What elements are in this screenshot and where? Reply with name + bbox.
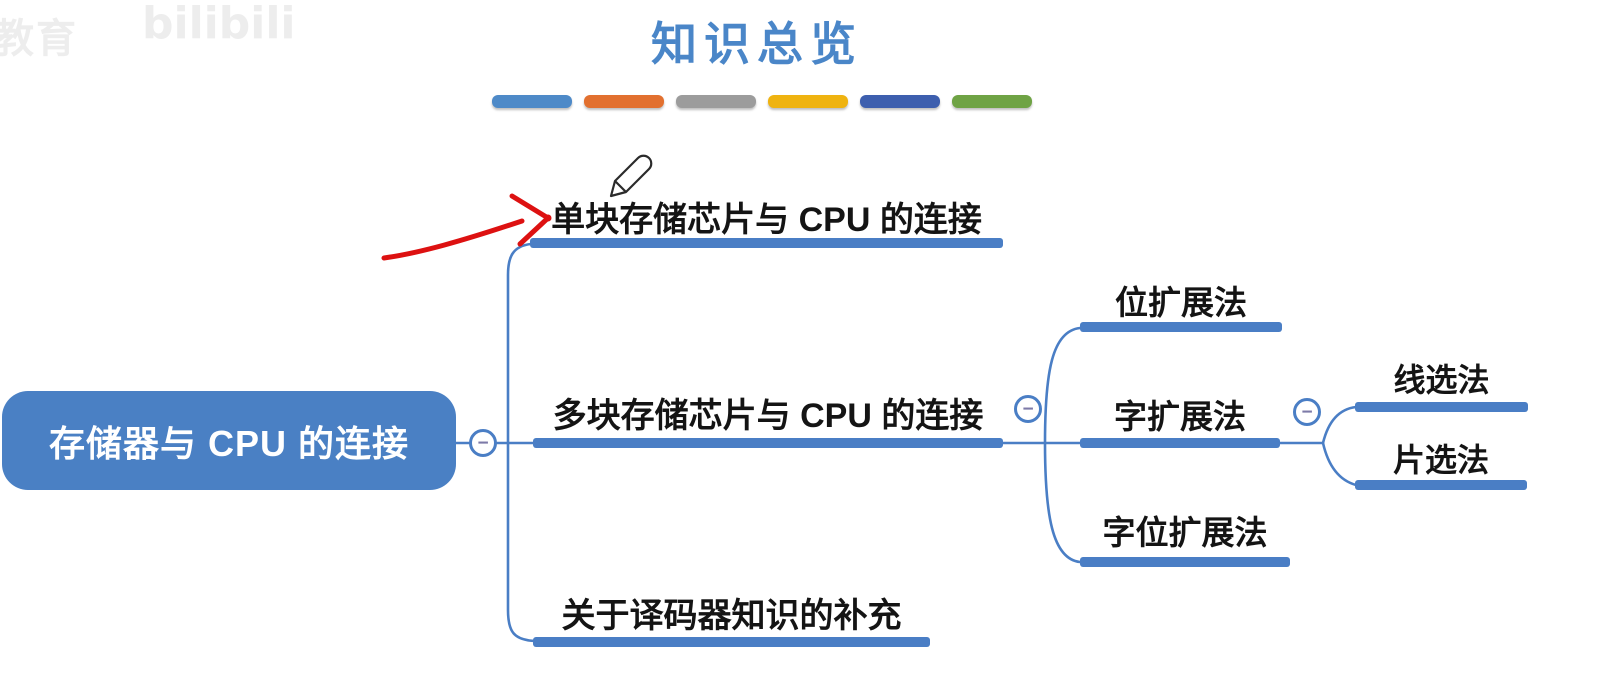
node-multi-chip-cpu[interactable]: 多块存储芯片与 CPU 的连接	[552, 397, 984, 435]
red-arrow-annotation	[381, 193, 552, 261]
root-node-label: 存储器与 CPU 的连接	[48, 422, 409, 464]
collapse-button-multi-chip[interactable]: −	[1014, 395, 1042, 423]
bilibili-logo: bilibili	[142, 0, 296, 49]
branch-underline-word-bit-expand[interactable]	[1080, 557, 1290, 567]
branch-underline-word-expand[interactable]	[1080, 438, 1280, 448]
branch-underline-bit-expand[interactable]	[1080, 322, 1282, 332]
level3-arc-top	[1321, 405, 1358, 445]
page-title: 知识总览	[651, 17, 863, 71]
title-underline-bar	[860, 95, 940, 108]
title-underline-bars	[492, 95, 1032, 108]
node-decoder-supplement[interactable]: 关于译码器知识的补充	[561, 597, 902, 635]
branch-underline-multi-chip[interactable]	[533, 438, 1003, 448]
minus-icon: −	[477, 432, 489, 454]
branch-underline-decoder[interactable]	[533, 637, 930, 647]
level2-spine	[1043, 326, 1082, 564]
node-bit-expand[interactable]: 位扩展法	[1115, 284, 1247, 321]
collapse-button-root[interactable]: −	[469, 429, 497, 457]
watermark-education: 教育	[0, 17, 78, 61]
title-underline-bar	[676, 95, 756, 108]
root-node[interactable]: 存储器与 CPU 的连接	[2, 391, 456, 490]
branch-underline-line-select[interactable]	[1355, 402, 1528, 412]
collapse-button-word-expand[interactable]: −	[1293, 398, 1321, 426]
node-line-select[interactable]: 线选法	[1393, 362, 1490, 398]
branch-underline-chip-select[interactable]	[1355, 480, 1527, 490]
title-underline-bar	[492, 95, 572, 108]
minus-icon: −	[1301, 401, 1313, 423]
title-underline-bar	[768, 95, 848, 108]
node-word-expand[interactable]: 字扩展法	[1114, 398, 1246, 435]
node-word-bit-expand[interactable]: 字位扩展法	[1102, 514, 1268, 551]
title-underline-bar	[952, 95, 1032, 108]
level3-arc-bottom	[1321, 441, 1358, 487]
node-single-chip-cpu[interactable]: 单块存储芯片与 CPU 的连接	[551, 201, 982, 239]
pencil-icon	[609, 154, 653, 198]
title-underline-bar	[584, 95, 664, 108]
branch-underline-single-chip[interactable]	[530, 238, 1003, 248]
minus-icon: −	[1022, 398, 1034, 420]
level1-spine	[506, 242, 537, 643]
branch-connectors	[454, 242, 1358, 643]
node-chip-select[interactable]: 片选法	[1392, 442, 1489, 478]
